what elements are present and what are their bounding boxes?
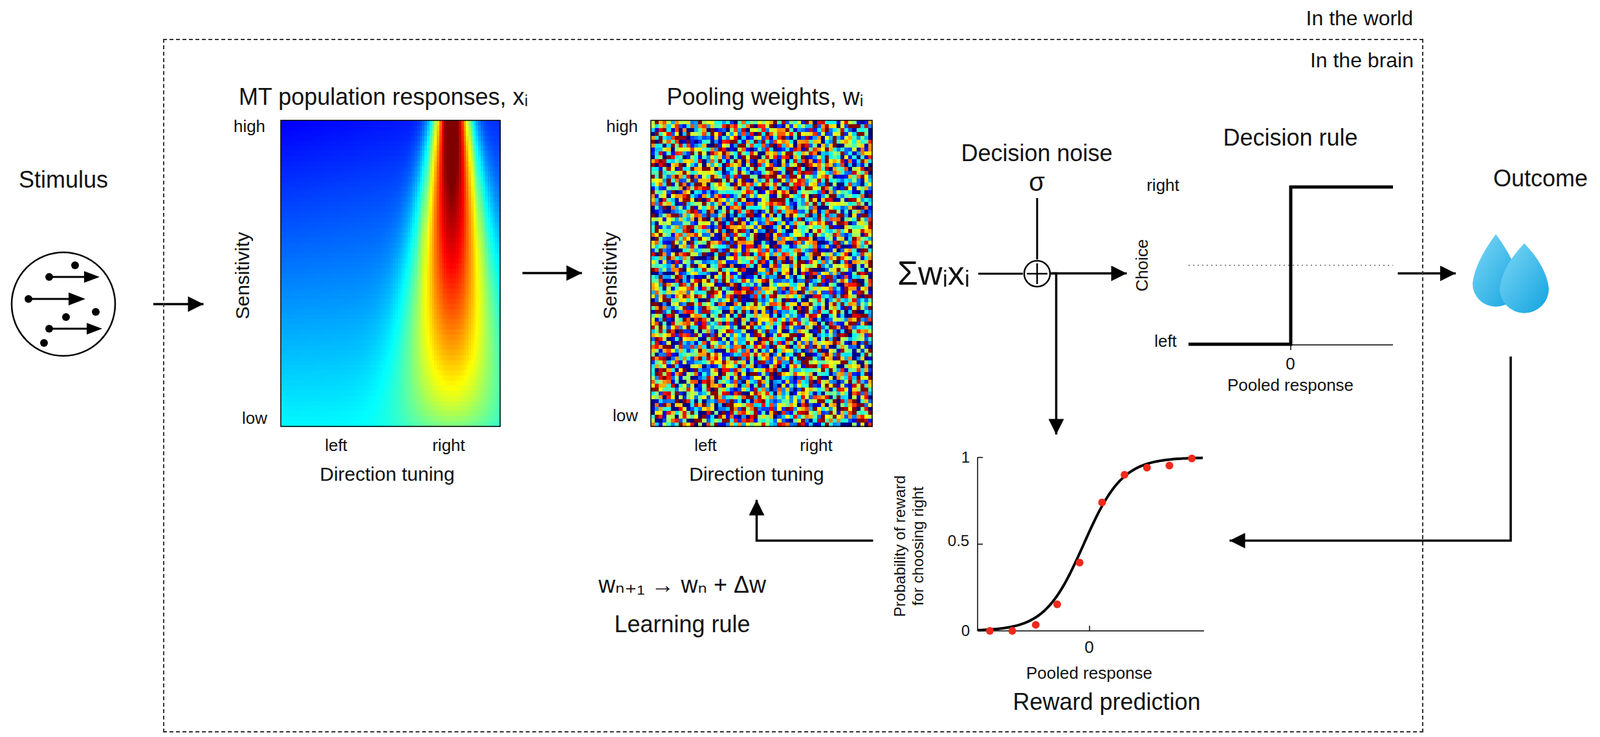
brain-region: MT population responses, xᵢhighSensitivi… [163, 38, 1424, 733]
mt-response-panel: MT population responses, xᵢhighSensitivi… [232, 120, 501, 427]
population-heatmap [280, 120, 501, 428]
mt-response-panel-art [232, 120, 501, 427]
